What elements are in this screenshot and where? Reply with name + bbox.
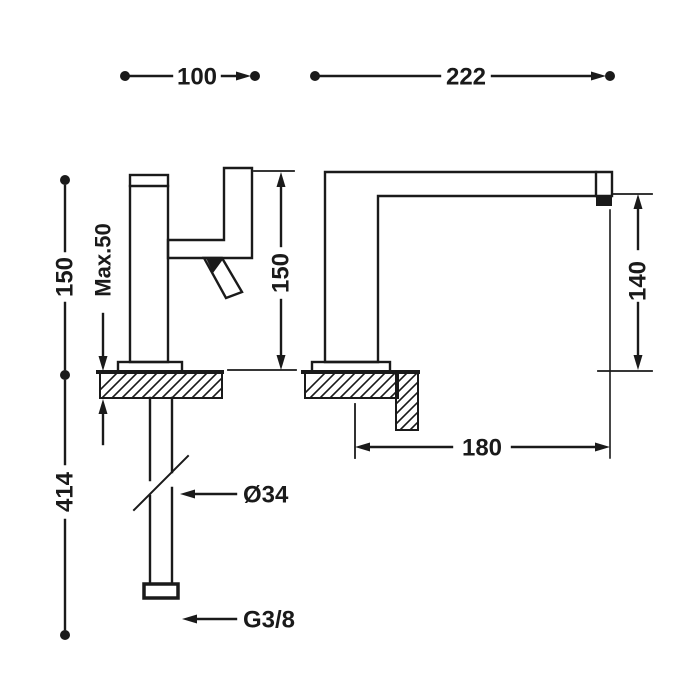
dimension-150-left: 150 — [52, 175, 79, 380]
arrowhead-right — [595, 442, 610, 452]
reference-dot — [60, 370, 70, 380]
countertop-left-hatching — [98, 370, 224, 400]
arrowhead-up — [276, 172, 286, 187]
arrowhead-left — [355, 442, 370, 452]
dimension-label-max50: Max.50 — [91, 223, 116, 296]
faucet-handle-side — [166, 166, 254, 260]
hose-end-fitting — [142, 582, 180, 600]
faucet-front-view — [310, 170, 614, 374]
dimension-100: 100 — [120, 64, 260, 91]
reference-dot — [310, 71, 320, 81]
hose-break-symbol — [132, 454, 190, 512]
thread-size-label: G3/8 — [243, 607, 295, 634]
arrowhead-up — [633, 194, 643, 209]
reference-dot — [120, 71, 130, 81]
dimension-label-180: 180 — [462, 435, 502, 462]
reference-dot — [60, 175, 70, 185]
faucet-lever-pivot — [206, 258, 224, 273]
supply-hose — [132, 396, 190, 600]
dimension-180: 180 — [354, 209, 611, 462]
dimension-label-414: 414 — [52, 471, 79, 512]
dimension-label-222: 222 — [446, 64, 486, 91]
aerator-tip — [596, 196, 612, 206]
dimension-max50: Max.50 — [91, 223, 116, 446]
countertop-left — [96, 370, 224, 400]
arrowhead-down — [633, 355, 643, 370]
arrowhead-right — [236, 71, 251, 81]
dimension-140: 140 — [597, 193, 653, 372]
faucet-body-side — [128, 173, 170, 364]
reference-dot — [60, 630, 70, 640]
countertop-right-hatching — [303, 370, 420, 432]
dimension-150-center: 150 — [227, 170, 297, 371]
arrowhead-left — [180, 489, 195, 499]
dimension-label-100: 100 — [177, 64, 217, 91]
arrowhead-down — [98, 356, 108, 371]
dimension-label-150-center: 150 — [268, 253, 295, 293]
hose-diameter-label: Ø34 — [243, 482, 289, 509]
faucet-body-and-spout — [323, 170, 614, 364]
reference-dot — [605, 71, 615, 81]
faucet-side-view — [116, 166, 254, 374]
arrowhead-right — [591, 71, 606, 81]
arrowhead-up — [98, 399, 108, 414]
label-thread-g38: G3/8 — [182, 607, 295, 634]
dimension-label-150-left: 150 — [52, 257, 79, 297]
label-diameter-34: Ø34 — [180, 482, 289, 509]
dimension-414: 414 — [52, 379, 79, 640]
reference-dot — [250, 71, 260, 81]
arrowhead-down — [276, 355, 286, 370]
dimension-label-140: 140 — [625, 261, 652, 301]
countertop-right — [301, 370, 420, 432]
arrowhead-left — [182, 614, 197, 624]
dimension-222: 222 — [310, 64, 615, 91]
